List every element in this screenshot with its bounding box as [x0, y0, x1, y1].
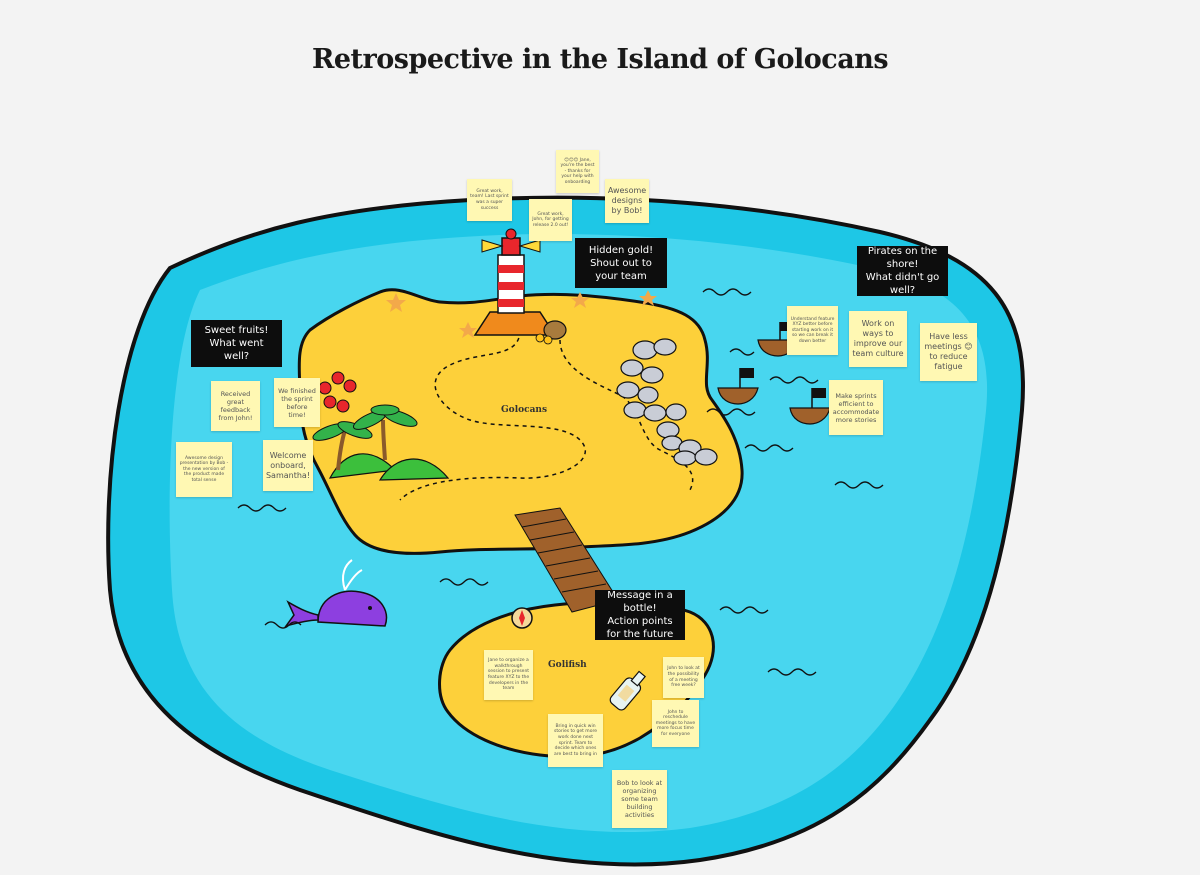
page-title: Retrospective in the Island of Golocans: [311, 44, 889, 75]
main-island-shape: [297, 288, 744, 555]
sticky-note[interactable]: Great work, John, for getting release 2.…: [529, 199, 572, 241]
starfish-icon: [386, 290, 657, 338]
didnt-go-well-label[interactable]: Pirates on the shore! What didn't go wel…: [857, 246, 948, 296]
rocks-icon: [616, 338, 718, 466]
sticky-note[interactable]: We finished the sprint before time!: [274, 378, 320, 427]
sticky-note[interactable]: Great work, team! Last sprint was a supe…: [467, 179, 512, 221]
sticky-note[interactable]: Jane to organize a walkthrough session t…: [484, 650, 533, 700]
shout-out-label[interactable]: Hidden gold! Shout out to your team: [575, 238, 667, 288]
compass-icon: [511, 607, 533, 629]
whale-icon: [284, 559, 388, 628]
pirate-boat-icon: [717, 368, 759, 405]
sticky-note[interactable]: 😊😊😊 Jane, you're the best - thanks for y…: [556, 150, 599, 193]
sticky-note[interactable]: Received great feedback from John!: [211, 381, 260, 431]
bottle-icon: [609, 670, 646, 711]
sticky-note[interactable]: John to reschedule meetings to have more…: [652, 700, 699, 747]
small-island-name: Golifish: [548, 660, 587, 670]
sticky-note[interactable]: Welcome onboard, Samantha!: [263, 440, 313, 491]
sticky-note[interactable]: Make sprints efficient to accommodate mo…: [829, 380, 883, 435]
sticky-note[interactable]: Work on ways to improve our team culture: [849, 311, 907, 367]
main-island-name: Golocans: [501, 405, 548, 415]
waves-icon: [237, 288, 884, 676]
sticky-note[interactable]: John to look at the possibility of a mee…: [663, 657, 704, 698]
sticky-note[interactable]: Bob to look at organizing some team buil…: [612, 770, 667, 828]
sticky-note[interactable]: Bring in quick win stories to get more w…: [548, 714, 603, 767]
sticky-note[interactable]: Understand feature XYZ better before sta…: [787, 306, 838, 355]
lighthouse-icon: [473, 228, 557, 336]
action-points-label[interactable]: Message in a bottle! Action points for t…: [595, 590, 685, 640]
pirate-boat-icon: [789, 388, 831, 425]
sticky-note[interactable]: Awesome designs by Bob!: [605, 179, 649, 223]
gold-bag-icon: [535, 320, 567, 345]
strawberries-icon: [318, 371, 357, 413]
sticky-note[interactable]: Have less meetings 😊 to reduce fatigue: [920, 323, 977, 381]
palm-trees-icon: [312, 404, 450, 481]
went-well-label[interactable]: Sweet fruits! What went well?: [191, 320, 282, 367]
sticky-note[interactable]: Awesome design presentation by Bob - the…: [176, 442, 232, 497]
